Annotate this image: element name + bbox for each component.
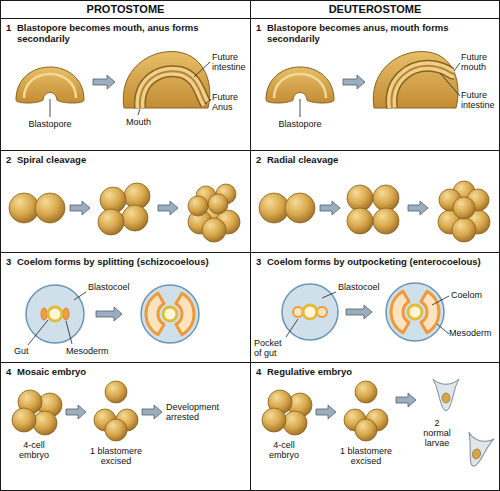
step-arrow (70, 201, 90, 215)
step-number: 3 (6, 256, 17, 267)
column-header: PROTOSTOME (0, 0, 251, 19)
step-arrow (343, 75, 365, 89)
four-cell-embryo (262, 390, 312, 435)
part-label: 1 blastomere excised (335, 446, 397, 466)
part-label: 2 normal larvae (420, 418, 454, 448)
embryo-with-gut (123, 52, 210, 108)
step-arrow (408, 201, 428, 215)
section-heading: 2Radial cleavage (251, 151, 499, 165)
section-title: Mosaic embryo (17, 366, 244, 377)
cross-section (282, 284, 338, 340)
step-arrow (142, 405, 162, 419)
part-label: Blastopore (275, 119, 325, 129)
step-arrow (346, 305, 372, 319)
two-cell-stage (259, 193, 315, 223)
column-title: DEUTEROSTOME (251, 1, 499, 18)
part-label: Mesoderm (66, 346, 116, 356)
part-label: 4-cell embryo (8, 440, 60, 460)
part-label: Gut (14, 346, 38, 356)
step-number: 4 (256, 366, 267, 377)
embryo-with-gut (373, 52, 458, 108)
part-label: Blastocoel (88, 282, 134, 292)
part-label: Pocket of gut (254, 338, 288, 358)
section-cell: 2Radial cleavage (250, 150, 500, 253)
section-cell: 2Spiral cleavage (0, 150, 251, 253)
section-cell: 1Blastopore becomes anus, mouth forms se… (250, 18, 500, 151)
section-heading: 4Regulative embryo (251, 363, 499, 377)
step-number: 2 (6, 154, 17, 165)
step-arrow (320, 201, 340, 215)
part-label: Development arrested (166, 402, 238, 422)
section-heading: 1Blastopore becomes mouth, anus forms se… (1, 19, 250, 44)
step-number: 2 (256, 154, 267, 165)
section-heading: 1Blastopore becomes anus, mouth forms se… (251, 19, 499, 44)
part-label: Mouth (126, 117, 156, 127)
part-label: 4-cell embryo (258, 440, 310, 460)
gastrula (16, 67, 84, 103)
part-label: Blastopore (25, 119, 75, 129)
section-cell: 1Blastopore becomes mouth, anus forms se… (0, 18, 251, 151)
step-number: 1 (256, 22, 267, 44)
radial-four-cell (347, 185, 399, 234)
part-label: 1 blastomere excised (85, 446, 147, 466)
part-label: Future Anus (212, 92, 248, 112)
part-label: Future intestine (212, 52, 248, 72)
section-title: Coelom forms by outpocketing (enterocoel… (267, 256, 493, 267)
step-arrow (96, 307, 122, 321)
part-label: Future mouth (461, 52, 497, 72)
section-title: Coelom forms by splitting (schizocoelous… (17, 256, 244, 267)
spiral-eight-cell (188, 184, 240, 242)
step-arrow (66, 405, 86, 419)
cross-section (26, 285, 84, 343)
column-title: PROTOSTOME (1, 1, 250, 18)
step-arrow (316, 405, 336, 419)
spiral-four-cell (98, 183, 150, 235)
column-header: DEUTEROSTOME (250, 0, 500, 19)
cross-section (386, 283, 444, 341)
section-title: Radial cleavage (267, 154, 493, 165)
step-arrow (158, 201, 178, 215)
excised-blastomere (94, 381, 138, 441)
section-cell: 3Coelom forms by outpocketing (enterocoe… (250, 252, 500, 363)
step-number: 3 (256, 256, 267, 267)
leader-lines (28, 292, 449, 345)
section-heading: 3Coelom forms by outpocketing (enterocoe… (251, 253, 499, 267)
step-number: 1 (6, 22, 17, 44)
section-cell: 4Mosaic embryo (0, 362, 251, 491)
section-title: Spiral cleavage (17, 154, 244, 165)
part-label: Coelom (451, 290, 491, 300)
leader-lines (50, 62, 460, 117)
gastrula (266, 67, 334, 103)
section-cell: 3Coelom forms by splitting (schizocoelou… (0, 252, 251, 363)
section-cell: 4Regulative embryo (250, 362, 500, 491)
part-label: Mesoderm (449, 328, 497, 338)
section-heading: 4Mosaic embryo (1, 363, 250, 377)
radial-eight-cell (438, 181, 490, 242)
section-title: Blastopore becomes mouth, anus forms sec… (17, 22, 244, 44)
step-number: 4 (6, 366, 17, 377)
cross-section (141, 285, 199, 343)
section-heading: 2Spiral cleavage (1, 151, 250, 165)
larva (461, 432, 494, 469)
step-arrow (93, 75, 115, 89)
larva (433, 379, 459, 411)
part-label: Future intestine (461, 90, 497, 110)
excised-blastomere (344, 381, 388, 441)
two-cell-stage (9, 193, 65, 223)
section-title: Blastopore becomes anus, mouth forms sec… (267, 22, 493, 44)
part-label: Blastocoel (338, 282, 386, 292)
section-heading: 3Coelom forms by splitting (schizocoelou… (1, 253, 250, 267)
four-cell-embryo (12, 390, 62, 435)
section-title: Regulative embryo (267, 366, 493, 377)
step-arrow (396, 393, 416, 407)
